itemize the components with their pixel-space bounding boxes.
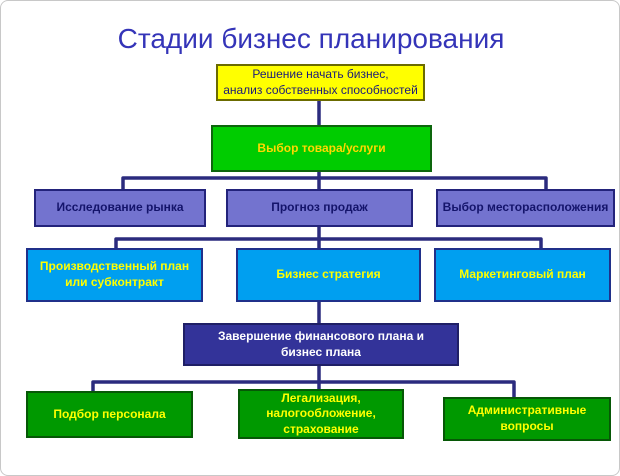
page-title: Стадии бизнес планирования (117, 23, 505, 54)
connector-choice-to-row1 (121, 168, 548, 193)
flow-node-product-choice: Выбор товара/услуги (211, 125, 432, 172)
flow-node-location-choice: Выбор месторасположения (436, 189, 615, 227)
flow-node-business-strategy: Бизнес стратегия (236, 248, 421, 302)
flow-node-finance-completion: Завершение финансового плана и бизнес пл… (183, 323, 459, 366)
flow-node-market-research: Исследование рынка (34, 189, 206, 227)
flow-node-legalization: Легализация, налогообложение, страховани… (238, 389, 404, 439)
connector-row1-to-row2 (114, 224, 543, 252)
flow-node-production-plan: Производственный план или субконтракт (26, 248, 203, 302)
flow-node-sales-forecast: Прогноз продаж (226, 189, 413, 227)
flow-node-admin-issues: Административные вопросы (443, 397, 611, 441)
flow-node-staff-selection: Подбор персонала (26, 391, 193, 438)
flow-node-marketing-plan: Маркетинговый план (434, 248, 611, 302)
flow-node-start: Решение начать бизнес, анализ собственны… (216, 64, 425, 101)
